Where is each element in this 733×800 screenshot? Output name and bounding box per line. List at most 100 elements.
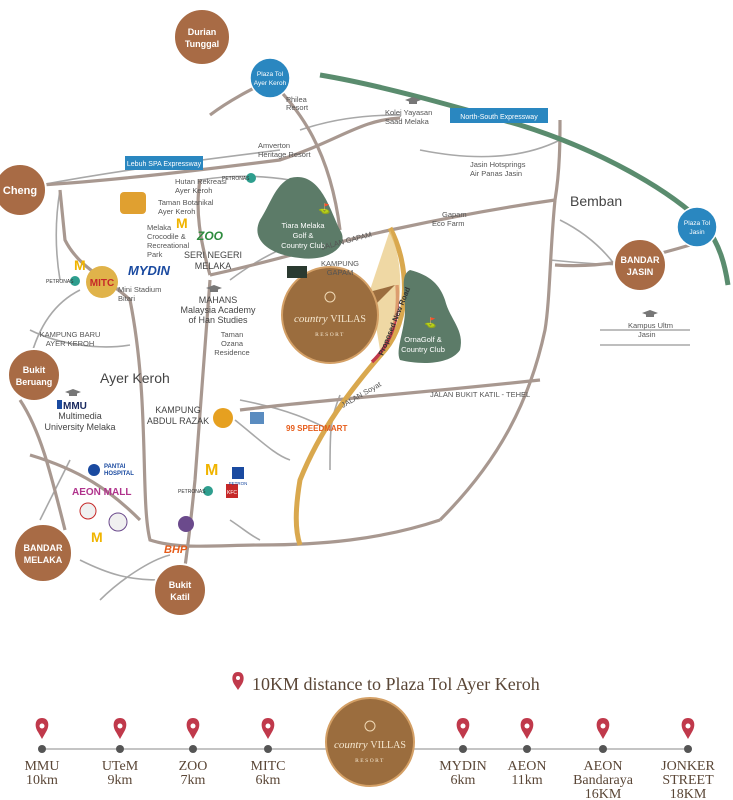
distance-header: 10KM distance to Plaza Tol Ayer Keroh: [232, 672, 540, 694]
timeline-stop-name: MMU: [24, 759, 59, 774]
mydin-logo[interactable]: MYDIN: [128, 263, 171, 278]
durian-line1: Durian: [188, 27, 217, 37]
graduation-cap-icon: [65, 97, 658, 396]
petron-text: PETRON: [229, 481, 248, 486]
timeline-stop-distance: 10km: [26, 773, 58, 788]
orna-golf-course: [398, 270, 462, 363]
mahans-line2: Malaysia Academy: [180, 305, 256, 315]
gapam-eco-line1: Gapam: [442, 210, 467, 219]
beruang-line1: Bukit: [23, 365, 46, 375]
tiara-golf-label: Tiara Melaka Golf & Country Club: [281, 221, 325, 250]
philea-line2: Resort: [286, 103, 309, 112]
bhp-logo[interactable]: BHP: [164, 544, 188, 556]
mitc-logo[interactable]: MITC: [86, 266, 118, 298]
town-bandar-melaka[interactable]: BANDAR MELAKA: [13, 523, 73, 583]
golf-flag-icon-2: ⛳: [424, 316, 436, 329]
hutan-line1: Hutan Rekreasi: [175, 177, 227, 186]
timeline-stop-name: UTeM: [102, 759, 139, 774]
timeline-stop-name: MYDIN: [439, 759, 486, 774]
town-bandar-jasin[interactable]: BANDAR JASIN: [613, 238, 667, 292]
kolej-line1: Kolej Yayasan: [385, 108, 432, 117]
kfc-logo[interactable]: KFC: [226, 484, 238, 498]
timeline-node: [38, 745, 46, 753]
kg-gapam-line1: KAMPUNG: [321, 259, 359, 268]
pin-dot: [685, 723, 691, 729]
timeline-stop-distance: 6km: [451, 773, 476, 788]
minor-roads: [29, 114, 690, 601]
kfc-text: KFC: [227, 490, 237, 496]
plaza-tol-jasin[interactable]: Plaza Tol Jasin: [676, 206, 718, 248]
plaza-ak-line2: Ayer Keroh: [254, 80, 287, 87]
ayer-keroh-label: Ayer Keroh: [100, 370, 170, 386]
melaka-line2: MELAKA: [24, 555, 63, 565]
resort-marker[interactable]: country VILLAS RESORT: [281, 266, 395, 364]
town-bukit-katil[interactable]: Bukit Katil: [153, 563, 207, 617]
petron-logo[interactable]: PETRON: [229, 467, 248, 486]
spa-expressway-label: Lebuh SPA Expressway: [127, 161, 202, 168]
distance-header-text: 10KM distance to Plaza Tol Ayer Keroh: [252, 674, 540, 694]
hotsprings-line1: Jasin Hotsprings: [470, 160, 526, 169]
timeline-stop-name2: Bandaraya: [573, 773, 634, 788]
timeline-node: [459, 745, 467, 753]
katil-line2: Katil: [170, 592, 190, 602]
timeline-node: [264, 745, 272, 753]
katil-line1: Bukit: [169, 580, 192, 590]
pantai-hospital-logo[interactable]: PANTAI HOSPITAL: [88, 464, 134, 477]
town-durian-tunggal[interactable]: Durian Tunggal: [173, 8, 231, 66]
kg-gapam-line2: GAPAM: [327, 268, 354, 277]
beruang-line2: Beruang: [16, 377, 53, 387]
kar-line2: ABDUL RAZAK: [147, 416, 209, 426]
timeline-stop-distance: 9km: [108, 773, 133, 788]
ns-expressway-tag: North-South Expressway: [450, 108, 548, 123]
town-cheng[interactable]: Cheng: [0, 163, 47, 217]
pin-dot: [117, 723, 123, 729]
croc-line1: Melaka: [147, 223, 172, 232]
plaza-jasin-line2: Jasin: [689, 229, 705, 236]
cheng-label: Cheng: [3, 185, 37, 197]
plaza-tol-ayer-keroh[interactable]: Plaza Tol Ayer Keroh: [249, 57, 291, 99]
ultm-line2: Jasin: [638, 330, 656, 339]
speedmart-logo[interactable]: 99 SPEEDMART: [286, 424, 347, 433]
resort-name: country VILLAS: [294, 313, 366, 325]
tiara-golf-line3: Country Club: [281, 241, 325, 250]
mmu-text: MMU: [63, 401, 87, 412]
mcd-2: M: [74, 257, 86, 273]
timeline-stop-name: ZOO: [179, 759, 208, 774]
misc-emblems: [79, 192, 307, 532]
zoo-logo[interactable]: ZOO: [196, 229, 224, 243]
timeline-stop-name: AEON: [508, 759, 547, 774]
pantai-line2: HOSPITAL: [104, 471, 134, 477]
mahans-line3: of Han Studies: [188, 315, 248, 325]
golf-flag-icon: ⛳: [318, 202, 330, 215]
petronas-text-2: PETRONAS: [46, 279, 74, 285]
timeline-resort-name: country VILLAS: [334, 739, 406, 751]
mcdonalds-logo[interactable]: M M M M: [74, 215, 218, 545]
distance-timeline: country VILLAS RESORT: [42, 697, 688, 787]
aeon-mall-logo[interactable]: AEON MALL: [72, 487, 131, 498]
mmu-logo[interactable]: MMU: [57, 400, 87, 412]
seri-negeri-line1: SERI NEGERI: [184, 250, 242, 260]
mcd-3: M: [205, 462, 218, 479]
multimedia-line2: University Melaka: [44, 422, 115, 432]
town-bukit-beruang[interactable]: Bukit Beruang: [7, 348, 61, 402]
mitc-text: MITC: [90, 278, 114, 289]
timeline-node: [189, 745, 197, 753]
tiara-golf-line2: Golf &: [293, 231, 314, 240]
timeline-resort-sub: RESORT: [355, 758, 385, 764]
pantai-line1: PANTAI: [104, 464, 126, 470]
north-south-expressway: [319, 72, 731, 286]
orna-golf-label: OrnaGolf & Country Club: [401, 335, 445, 354]
durian-line2: Tunggal: [185, 39, 219, 49]
botanikal-line1: Taman Botanikal: [158, 198, 214, 207]
petronas-logo[interactable]: PETRONAS PETRONAS PETRONAS: [46, 173, 256, 496]
